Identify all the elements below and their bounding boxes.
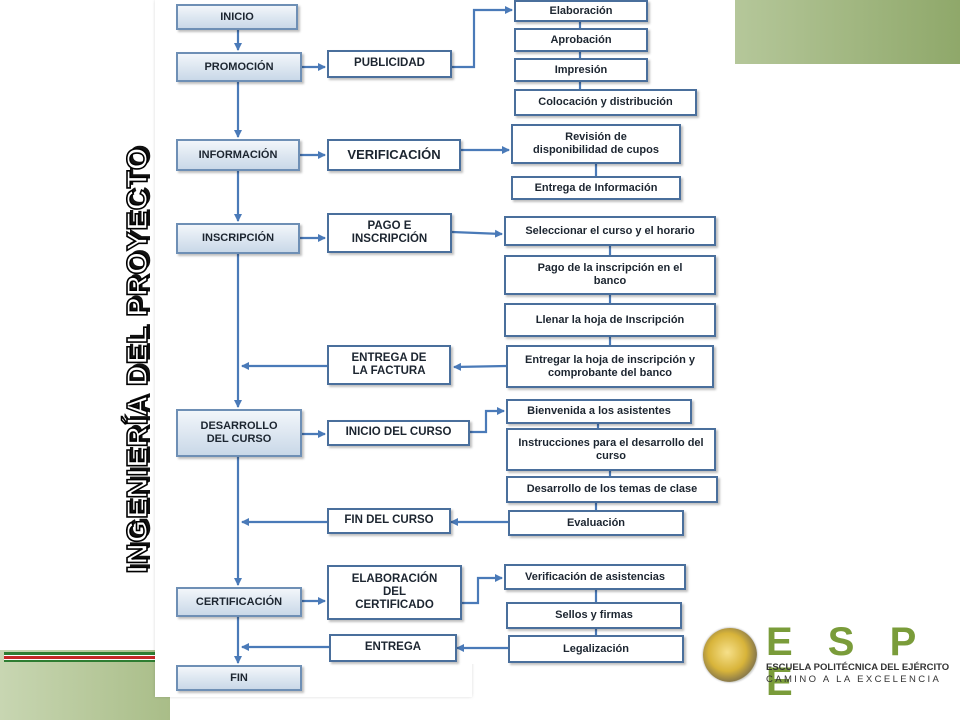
node-impresion: Impresión	[514, 58, 648, 82]
node-seleccionar: Seleccionar el curso y el horario	[504, 216, 716, 246]
node-revision: Revisión de disponibilidad de cupos	[511, 124, 681, 164]
node-verificacion: VERIFICACIÓN	[327, 139, 461, 171]
node-promocion: PROMOCIÓN	[176, 52, 302, 82]
node-bienvenida: Bienvenida a los asistentes	[506, 399, 692, 424]
node-informacion: INFORMACIÓN	[176, 139, 300, 171]
node-elaboracion: Elaboración	[514, 0, 648, 22]
logo-line-1: ESCUELA POLITÉCNICA DEL EJÉRCITO	[766, 662, 950, 673]
arrow-pago-seleccionar	[451, 229, 503, 238]
node-entrega-informacion: Entrega de Información	[511, 176, 681, 200]
top-right-green-panel	[735, 0, 960, 64]
arrow-publicidad-elaboracion	[452, 6, 513, 69]
node-pago-banco: Pago de la inscripción en el banco	[504, 255, 716, 295]
node-aprobacion: Aprobación	[514, 28, 648, 52]
logo-line-2: CAMINO A LA EXCELENCIA	[766, 674, 942, 685]
node-publicidad: PUBLICIDAD	[327, 50, 452, 78]
logo-letters: E S P E	[766, 620, 928, 704]
arrow-entregarhoja-factura	[453, 362, 507, 371]
arrow-iniciocurso-bienvenida	[470, 407, 505, 434]
node-entregar-hoja: Entregar la hoja de inscripción y compro…	[506, 345, 714, 388]
node-inicio-curso: INICIO DEL CURSO	[327, 420, 470, 446]
node-verificacion-asistencias: Verificación de asistencias	[504, 564, 686, 590]
node-inicio: INICIO	[176, 4, 298, 30]
node-inscripcion: INSCRIPCIÓN	[176, 223, 300, 254]
bottom-left-stripes	[4, 652, 158, 662]
node-evaluacion: Evaluación	[508, 510, 684, 536]
node-desarrollo-temas: Desarrollo de los temas de clase	[506, 476, 718, 503]
node-llenar-hoja: Llenar la hoja de Inscripción	[504, 303, 716, 337]
node-fin: FIN	[176, 665, 302, 691]
node-elaboracion-certificado: ELABORACIÓN DEL CERTIFICADO	[327, 565, 462, 620]
node-fin-curso: FIN DEL CURSO	[327, 508, 451, 534]
node-legalizacion: Legalización	[508, 635, 684, 663]
node-sellos-firmas: Sellos y firmas	[506, 602, 682, 629]
node-entrega: ENTREGA	[329, 634, 457, 662]
node-certificacion: CERTIFICACIÓN	[176, 587, 302, 617]
arrow-elaboracion-verificacion	[462, 574, 503, 605]
node-desarrollo: DESARROLLO DEL CURSO	[176, 409, 302, 457]
node-pago-inscripcion: PAGO E INSCRIPCIÓN	[327, 213, 452, 253]
node-instrucciones: Instrucciones para el desarrollo del cur…	[506, 428, 716, 471]
node-colocacion: Colocación y distribución	[514, 89, 697, 116]
node-entrega-factura: ENTREGA DE LA FACTURA	[327, 345, 451, 385]
espe-seal-icon	[703, 628, 757, 682]
